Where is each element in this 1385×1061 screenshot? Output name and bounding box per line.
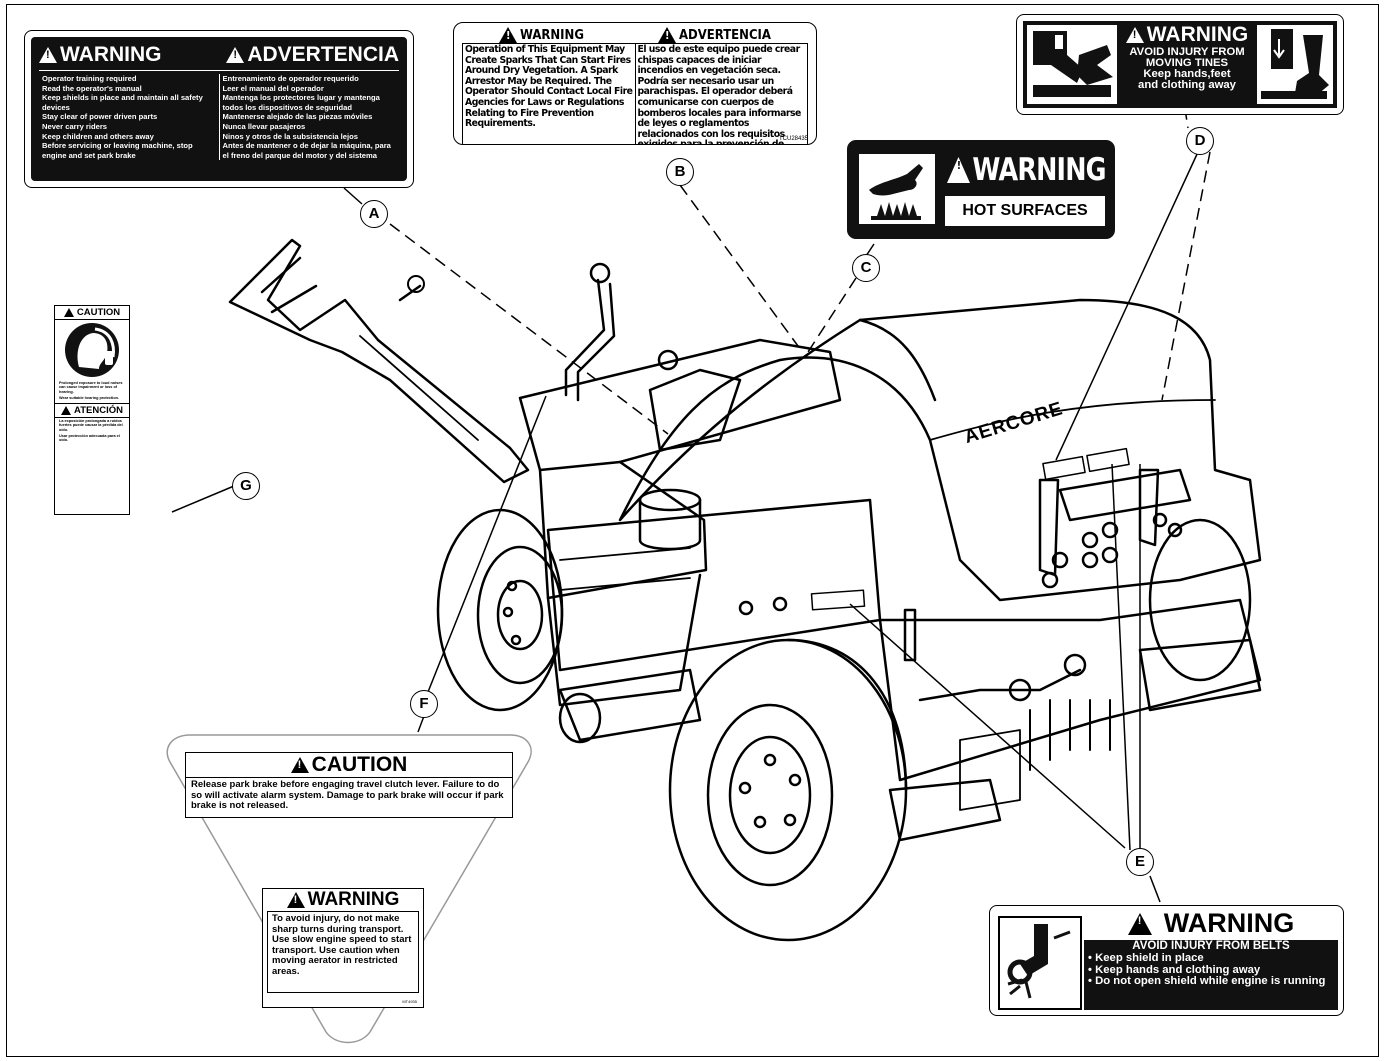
callout-f: F [410,690,438,718]
crushing-foot-icon [1257,25,1333,104]
list-item: Do not open shield while engine is runni… [1088,975,1338,988]
caution-triangle-icon [63,308,74,317]
decal-d-line: MOVING TINES [1145,57,1229,69]
decal-f-code: MT4935 [402,999,417,1004]
list-item: Operator training required [42,74,137,83]
list-item: Keep shield in place [1088,952,1338,965]
list-item: Before servicing or leaving machine, sto… [42,141,193,160]
hearing-protection-icon [65,323,119,377]
decal-e-belts: WARNING AVOID INJURY FROM BELTS Keep shi… [989,905,1344,1016]
warning-triangle-icon [657,27,676,43]
list-item: Leer el manual del operador [222,83,324,93]
callout-c: C [852,254,880,282]
decal-c-hot-surfaces: WARNING HOT SURFACES [847,140,1115,239]
callout-d: D [1186,127,1214,155]
decal-e-subtitle: AVOID INJURY FROM BELTS [1132,940,1290,952]
decal-g-atencion-text: La exposición prolongada a ruidos fuerte… [59,419,123,432]
list-item: Mantenga los protectores lugar y manteng… [222,93,380,112]
warning-triangle-icon [947,157,970,183]
decal-g-caution-text2: Wear suitable hearing protection. [59,395,120,400]
decal-b-spanish-text: El uso de este equipo puede crear chispa… [634,44,808,144]
callout-a: A [360,200,388,228]
belt-entanglement-icon [998,916,1082,1010]
list-item: Read the operator's manual [42,83,142,93]
decal-e-warning-title: WARNING [1163,908,1295,938]
decal-c-warning-title: WARNING [972,152,1106,188]
decal-a-warning-title: WARNING [60,43,162,66]
decal-d-warning-title: WARNING [1146,23,1249,46]
list-item: Keep children and others away [42,131,154,141]
decal-a-operator-warning: WARNING ADVERTENCIA Operator training re… [24,30,414,188]
decal-f-warning-title: WARNING [307,889,400,910]
list-item: Never carry riders [42,121,108,131]
decal-b-english-text: Operation of This Equipment May Create S… [465,44,633,130]
decal-a-english-list: Operator training required Read the oper… [39,74,219,160]
list-item: Keep hands and clothing away [1088,964,1338,977]
decal-d-moving-tines: WARNING AVOID INJURY FROM MOVING TINES K… [1016,14,1344,115]
decal-g-atencion-text2: Usar protección adecuada para el oído. [59,434,120,443]
caution-triangle-icon [290,757,309,773]
callout-e: E [1126,848,1154,876]
warning-triangle-icon [226,47,245,63]
hot-surface-hand-icon [859,154,935,224]
list-item: Ninos y otros de la subsistencia lejos [222,131,358,141]
list-item: Nunca llevar pasajeros [222,121,306,131]
warning-triangle-icon [286,892,305,908]
decal-b-code: TCU28435 [778,136,808,142]
decal-f-warning: WARNING To avoid injury, do not make sha… [262,888,424,1008]
list-item: Keep shields in place and maintain all s… [42,93,203,112]
crushing-hand-icon [1027,25,1117,104]
decal-g-caution-title: CAUTION [76,307,121,318]
warning-triangle-icon [1125,27,1144,43]
decal-b-advertencia-title: ADVERTENCIA [678,27,771,43]
warning-triangle-icon [499,27,518,43]
decal-d-line: and clothing away [1138,79,1236,91]
decal-f-caution: CAUTION Release park brake before engagi… [185,752,513,818]
decal-b-warning-title: WARNING [520,27,584,43]
list-item: Entrenamiento de operador requerido [222,74,359,83]
decal-a-spanish-list: Entrenamiento de operador requerido Leer… [218,74,400,161]
decal-e-list: Keep shield in place Keep hands and clot… [1084,952,1338,988]
caution-triangle-icon [61,406,72,416]
decal-g-atencion-title: ATENCIÓN [74,405,123,417]
decal-g-hearing: CAUTION Prolonged exposure to loud noise… [54,305,130,515]
decal-d-line: Keep hands,feet [1143,68,1231,80]
decal-f-caution-title: CAUTION [311,753,408,776]
decal-a-advertencia-title: ADVERTENCIA [247,43,399,66]
decal-f-warning-text: To avoid injury, do not make sharp turns… [267,911,419,993]
list-item: Mantenerse alejado de las piezas móviles [222,112,373,122]
figure-border [6,4,1379,1057]
list-item: Stay clear of power driven parts [42,112,158,122]
decal-g-caution-text: Prolonged exposure to loud noises can ca… [59,381,123,394]
warning-triangle-icon [1127,912,1152,935]
callout-g: G [232,472,260,500]
callout-b: B [666,158,694,186]
decal-d-line: AVOID INJURY FROM [1129,46,1245,58]
list-item: Antes de mantener o de dejar la máquina,… [222,141,391,160]
decal-f-caution-text: Release park brake before engaging trave… [186,777,512,814]
decal-c-hot-surfaces-text: HOT SURFACES [945,196,1105,226]
decal-b-spark-warning: WARNING ADVERTENCIA Operation of This Eq… [453,22,817,145]
warning-triangle-icon [39,47,57,63]
